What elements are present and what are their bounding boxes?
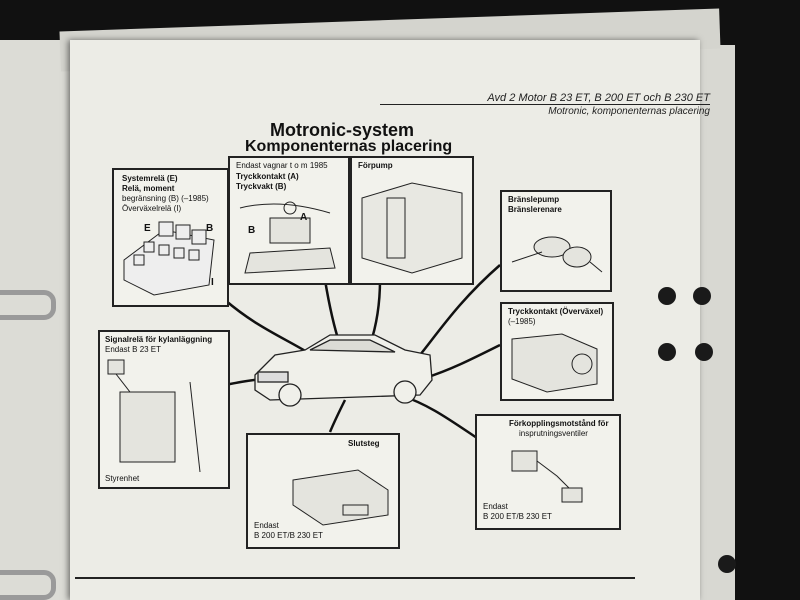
pressure-switch-drawing: [239, 201, 336, 274]
amplifier-label: Slutsteg: [348, 439, 380, 448]
signal-label-1: Signalrelä för kylanläggning: [105, 335, 213, 344]
subsection-header: Motronic, komponenternas placering: [548, 106, 710, 117]
punch-hole: [718, 555, 736, 573]
relays-label-4: Överväxelrelä (I): [122, 204, 182, 213]
signal-relay-drawing: [107, 359, 201, 473]
relay-box-drawing: [123, 221, 215, 296]
relays-label-2: Relä, moment: [122, 184, 175, 193]
resistor-label-3: Endast: [483, 502, 508, 511]
pressure-label-3: Tryckvakt (B): [236, 182, 287, 191]
amplifier-drawing: [292, 469, 389, 526]
panel-overdrive-switch: Tryckkontakt (Överväxel) (–1985): [500, 302, 614, 401]
car-illustration: [254, 334, 433, 407]
relay-letter-b: B: [206, 223, 214, 234]
pressure-letter-b: B: [248, 225, 256, 236]
relays-label-3: begränsning (B) (–1985): [122, 194, 209, 203]
amplifier-label-2: Endast: [254, 521, 279, 530]
resistor-label-4: B 200 ET/B 230 ET: [483, 512, 552, 521]
signal-label-2: Endast B 23 ET: [105, 345, 162, 354]
panel-relays: Systemrelä (E) Relä, moment begränsning …: [112, 168, 229, 307]
panel-pressure-switch: Endast vagnar t o m 1985 Tryckkontakt (A…: [228, 156, 350, 285]
punch-hole: [658, 287, 676, 305]
amplifier-label-3: B 200 ET/B 230 ET: [254, 531, 323, 540]
fuel-pump-drawing: [511, 236, 603, 273]
pressure-label-1: Endast vagnar t o m 1985: [236, 161, 328, 170]
prepump-label: Förpump: [358, 161, 393, 170]
resistor-drawing: [511, 450, 583, 503]
page-title: Motronic-system: [270, 120, 415, 140]
panel-fuel-pump: Bränslepump Bränslerenare: [500, 190, 612, 292]
relays-label-1: Systemrelä (E): [122, 174, 178, 183]
signal-label-3: Styrenhet: [105, 474, 140, 483]
panel-prepump: Förpump: [350, 156, 474, 285]
page-subtitle: Komponenternas placering: [245, 138, 453, 155]
punch-hole: [693, 287, 711, 305]
overdrive-drawing: [511, 333, 598, 393]
overdrive-label-1: Tryckkontakt (Överväxel): [508, 307, 604, 316]
binder-ring: [0, 290, 56, 320]
fuelpump-label-1: Bränslepump: [508, 195, 560, 204]
pressure-label-2: Tryckkontakt (A): [236, 172, 299, 181]
punch-hole: [658, 343, 676, 361]
pressure-letter-a: A: [300, 212, 308, 223]
resistor-label-1: Förkopplingsmotstånd för: [509, 419, 609, 428]
relay-letter-e: E: [144, 223, 151, 234]
resistor-label-2: insprutningsventiler: [519, 429, 588, 438]
panel-amplifier: Slutsteg Endast B 200 ET/B 230 ET: [246, 433, 400, 549]
header-rule: [380, 104, 710, 105]
panel-signal-relay: Signalrelä för kylanläggning Endast B 23…: [98, 330, 230, 489]
section-header: Avd 2 Motor B 23 ET, B 200 ET och B 230 …: [487, 92, 710, 104]
fuelpump-label-2: Bränslerenare: [508, 205, 562, 214]
fuel-tank-drawing: [361, 182, 463, 274]
relay-letter-i: I: [211, 277, 214, 288]
overdrive-label-2: (–1985): [508, 317, 536, 326]
binder-ring: [0, 570, 56, 600]
punch-hole: [695, 343, 713, 361]
panel-resistor: Förkopplingsmotstånd för insprutningsven…: [475, 414, 621, 530]
